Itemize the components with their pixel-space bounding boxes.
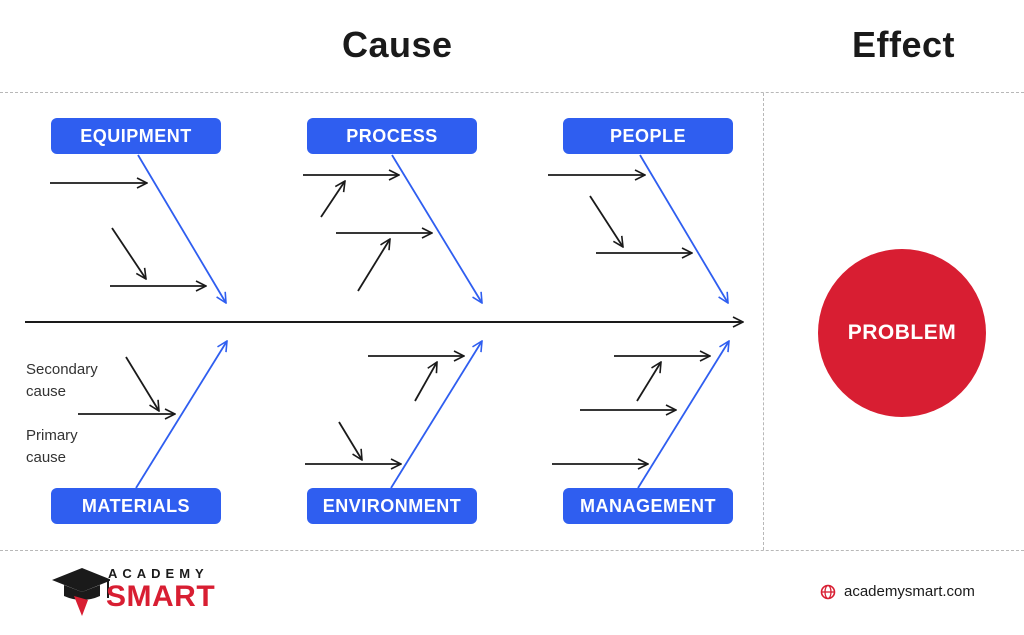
category-equipment: EQUIPMENT [51,118,221,154]
bone-materials [135,341,227,489]
cause-heading: Cause [342,24,453,65]
category-people: PEOPLE [563,118,733,154]
effect-heading: Effect [852,24,956,65]
secondary-cause-label: Secondary cause [26,361,98,400]
category-management: MANAGEMENT [563,488,733,524]
primary-cause-label: Primary cause [26,427,78,466]
bone-people [639,154,728,303]
bottom-divider [0,550,1024,551]
secondary-cause-arrow [320,181,345,218]
bone-equipment [137,154,226,303]
secondary-cause-arrow [357,239,390,292]
graduation-cap-icon [52,568,110,616]
globe-icon [820,584,836,599]
academy-smart-logo: ACADEMY SMART [52,566,222,618]
secondary-cause-arrow [338,421,362,460]
secondary-cause-arrow [414,362,437,402]
cause-effect-divider [763,93,764,550]
website-text[interactable]: academysmart.com [844,583,975,600]
bone-process [391,154,482,303]
category-process: PROCESS [307,118,477,154]
problem-circle: PROBLEM [818,249,986,417]
top-divider [0,92,1024,93]
secondary-cause-arrow [125,356,159,411]
logo-text-academy: ACADEMY [108,566,209,581]
bone-environment [390,341,482,489]
website-link[interactable]: academysmart.com [820,583,975,600]
secondary-cause-arrow [111,227,146,279]
secondary-cause-arrow [589,195,623,247]
bone-management [637,341,729,489]
secondary-cause-arrow [636,362,661,402]
logo-text-smart: SMART [106,580,216,613]
category-materials: MATERIALS [51,488,221,524]
category-environment: ENVIRONMENT [307,488,477,524]
